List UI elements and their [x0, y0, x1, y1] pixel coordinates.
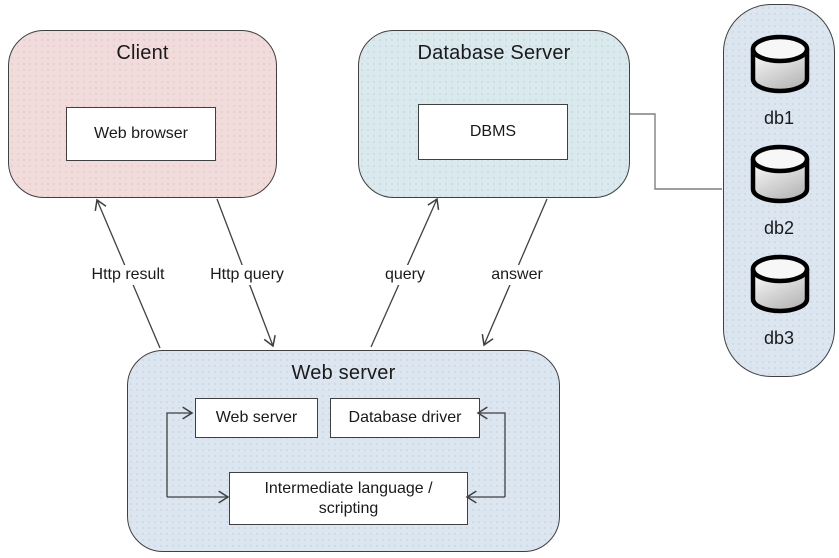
database-cylinder-icon [748, 253, 812, 315]
intermediate-language-label: Intermediate language / scripting [264, 479, 433, 517]
dbms-label: DBMS [469, 123, 517, 140]
database-cylinder-icon [748, 33, 812, 95]
database-cylinder-icon [748, 143, 812, 205]
db2-label: db2 [763, 218, 795, 238]
database-driver-label: Database driver [348, 409, 462, 426]
client-title: Client [116, 42, 169, 64]
web-server-inner-label: Web server [215, 409, 298, 426]
edge-label-answer: answer [486, 265, 548, 285]
web-server-box: Web server Web server Database driver In… [127, 350, 560, 552]
web-browser-label: Web browser [94, 125, 188, 142]
web-server-title: Web server [291, 362, 396, 384]
edge-label-http-result: Http result [86, 265, 170, 285]
dbms-box: DBMS [418, 104, 568, 160]
database-driver-box: Database driver [330, 398, 480, 438]
db1-label: db1 [763, 108, 795, 128]
web-browser-box: Web browser [66, 107, 216, 161]
client-box: Client Web browser [8, 30, 277, 198]
connector-dbserver-to-stack [630, 113, 722, 190]
database-server-title: Database Server [417, 42, 571, 64]
db3-label: db3 [763, 328, 795, 348]
intermediate-language-box: Intermediate language / scripting [229, 472, 468, 525]
edge-label-http-query: Http query [205, 265, 289, 285]
edge-label-query: query [379, 265, 431, 285]
database-stack-panel: db1 db2 [723, 4, 835, 377]
database-server-box: Database Server DBMS [358, 30, 630, 198]
web-server-inner-box: Web server [195, 398, 318, 438]
